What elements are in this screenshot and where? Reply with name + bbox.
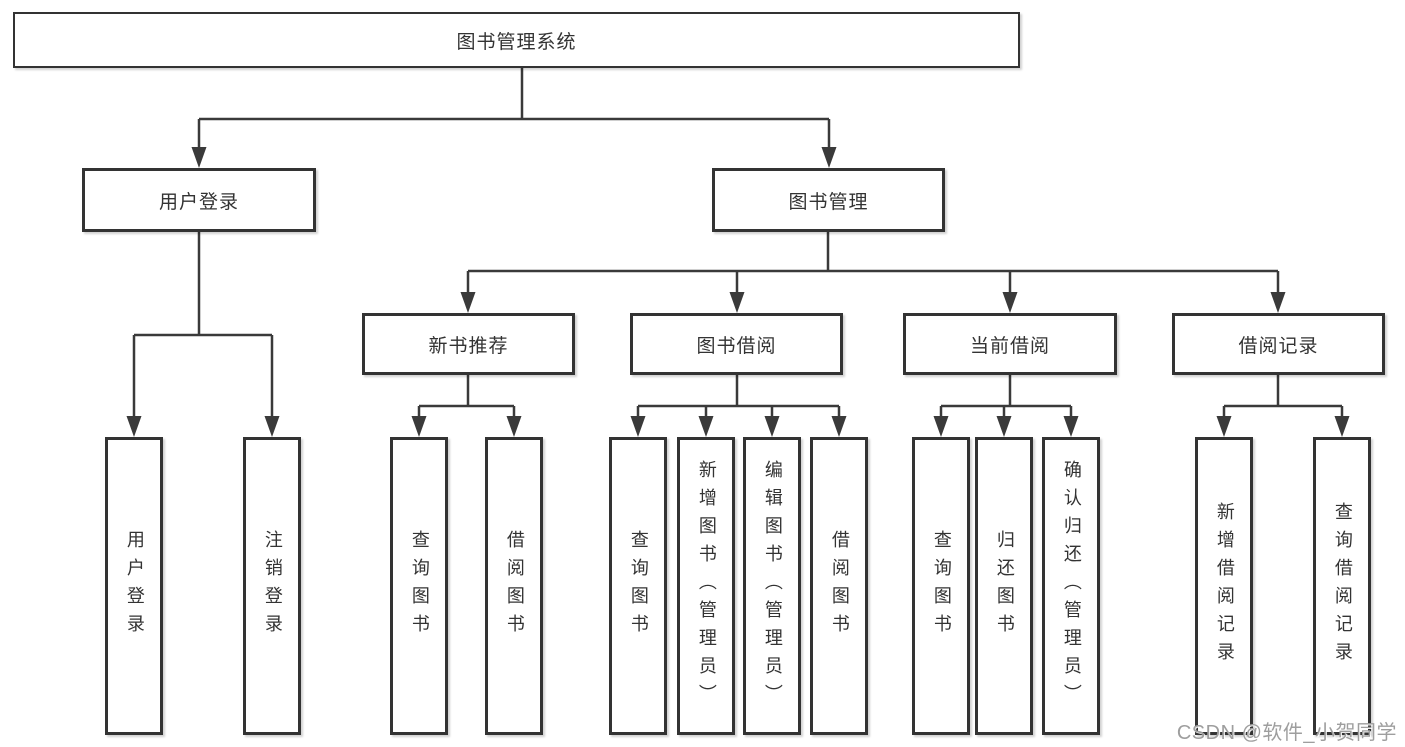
node-book-borrowing: 图书借阅 [630,313,843,375]
leaf-edit-books-admin: 编辑图书（管理员） [743,437,801,735]
node-user-login-label: 用户登录 [158,191,239,213]
node-book-borrowing-label: 图书借阅 [696,335,777,357]
leaf-confirm-return-admin-label: 确认归还（管理员） [1061,460,1082,712]
leaf-logout-label: 注销登录 [262,530,283,642]
leaf-borrow-books-recommend: 借阅图书 [485,437,543,735]
node-new-book-recommend: 新书推荐 [362,313,575,375]
leaf-borrow-books-label: 借阅图书 [829,530,850,642]
leaf-query-books-current: 查询图书 [912,437,970,735]
leaf-confirm-return-admin: 确认归还（管理员） [1042,437,1100,735]
leaf-borrow-books-recommend-label: 借阅图书 [504,530,525,642]
leaf-query-books-recommend: 查询图书 [390,437,448,735]
node-current-borrowing-label: 当前借阅 [969,335,1050,357]
leaf-add-books-admin: 新增图书（管理员） [677,437,735,735]
leaf-logout: 注销登录 [243,437,301,735]
node-borrowing-records-label: 借阅记录 [1238,335,1319,357]
leaf-user-login: 用户登录 [105,437,163,735]
watermark-text: CSDN @软件_小贺同学 [1176,722,1397,744]
node-system-root-label: 图书管理系统 [456,31,577,53]
leaf-query-borrow-record-label: 查询借阅记录 [1332,502,1353,670]
leaf-return-books: 归还图书 [975,437,1033,735]
leaf-edit-books-admin-label: 编辑图书（管理员） [762,460,783,712]
node-new-book-recommend-label: 新书推荐 [428,335,509,357]
leaf-query-books-borrow: 查询图书 [609,437,667,735]
leaf-add-books-admin-label: 新增图书（管理员） [696,460,717,712]
leaf-return-books-label: 归还图书 [994,530,1015,642]
leaf-query-books-current-label: 查询图书 [931,530,952,642]
leaf-query-books-recommend-label: 查询图书 [409,530,430,642]
leaf-add-borrow-record-label: 新增借阅记录 [1214,502,1235,670]
node-user-login: 用户登录 [82,168,316,232]
node-book-management-label: 图书管理 [788,191,869,213]
leaf-add-borrow-record: 新增借阅记录 [1195,437,1253,735]
node-borrowing-records: 借阅记录 [1172,313,1385,375]
leaf-borrow-books: 借阅图书 [810,437,868,735]
node-current-borrowing: 当前借阅 [903,313,1117,375]
leaf-query-borrow-record: 查询借阅记录 [1313,437,1371,735]
leaf-query-books-borrow-label: 查询图书 [628,530,649,642]
node-book-management: 图书管理 [712,168,945,232]
leaf-user-login-label: 用户登录 [124,530,145,642]
node-system-root: 图书管理系统 [13,12,1020,68]
